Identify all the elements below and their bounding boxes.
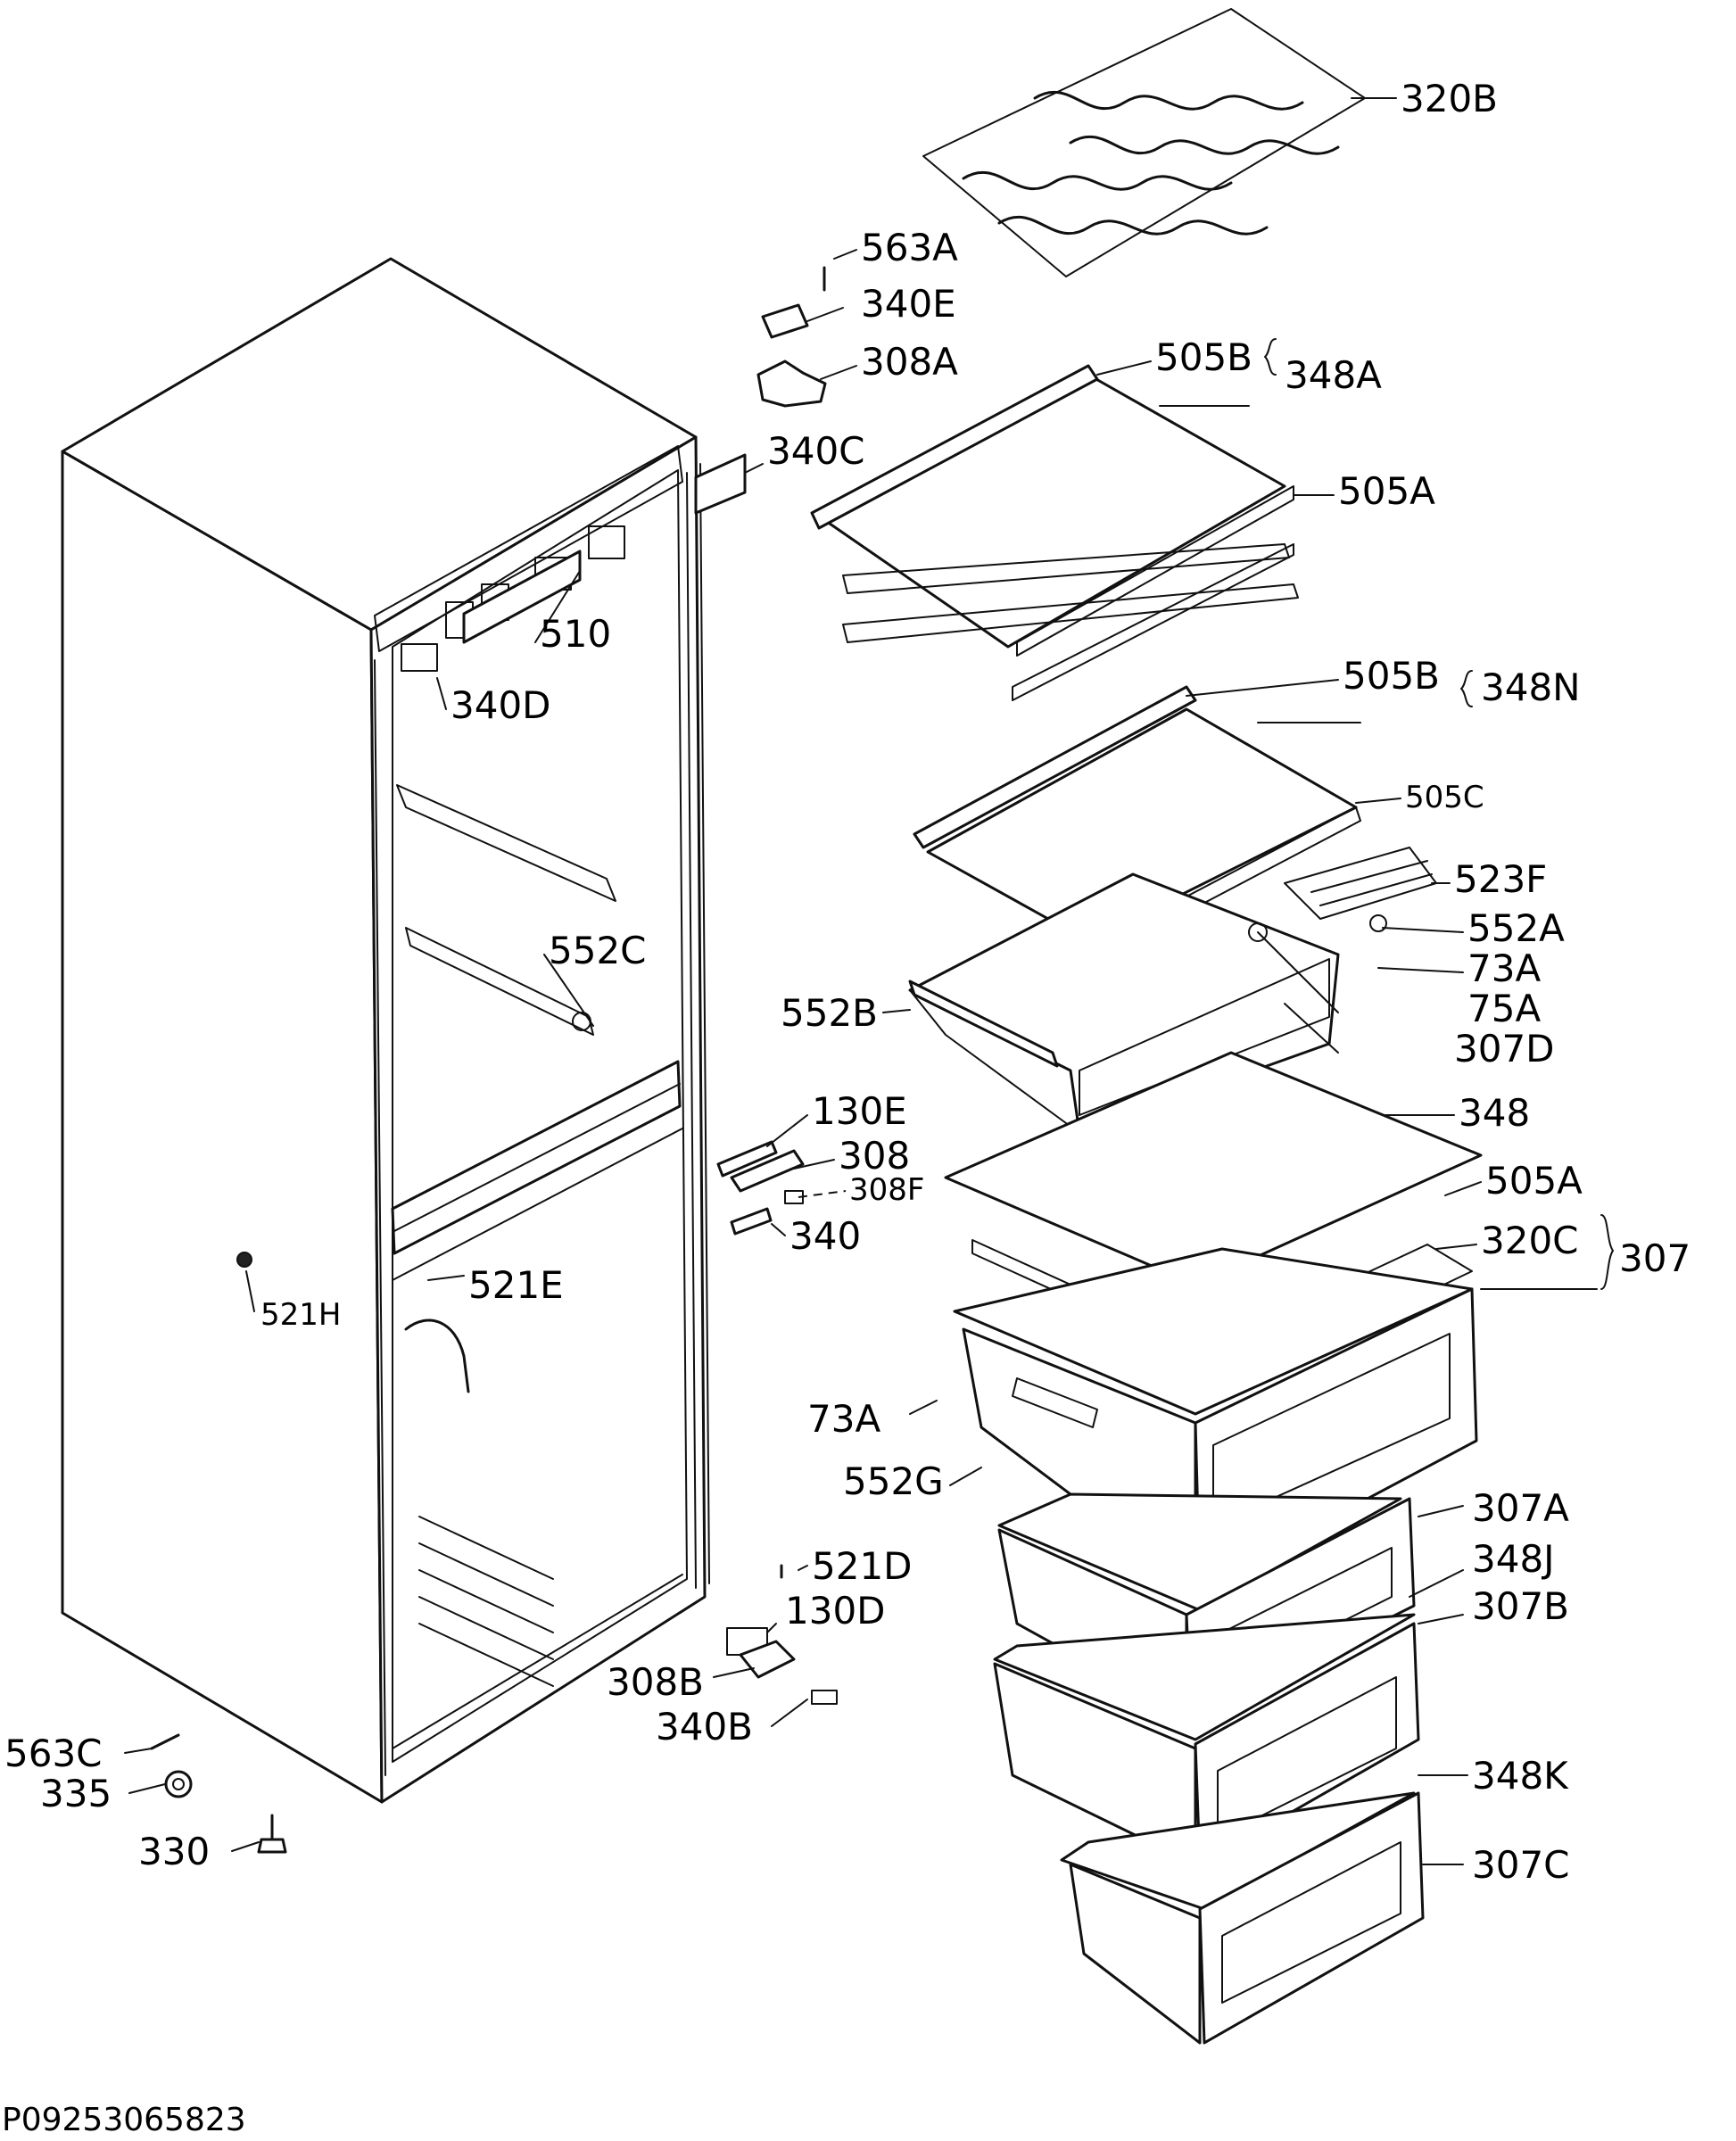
label-510: 510 bbox=[540, 612, 611, 656]
label-348k: 348K bbox=[1472, 1754, 1569, 1798]
label-563c: 563C bbox=[4, 1732, 103, 1775]
label-563a: 563A bbox=[861, 226, 958, 269]
label-348: 348 bbox=[1459, 1091, 1530, 1135]
hinge-308 bbox=[730, 1149, 805, 1193]
label-308a: 308A bbox=[861, 340, 958, 384]
label-552c: 552C bbox=[549, 929, 647, 972]
hinge-308a bbox=[756, 360, 827, 408]
refrigerator-cabinet bbox=[61, 257, 747, 1804]
label-308: 308 bbox=[839, 1134, 910, 1178]
label-307: 307 bbox=[1619, 1236, 1691, 1280]
label-340d: 340D bbox=[451, 683, 551, 727]
label-505b-mid: 505B bbox=[1343, 654, 1440, 698]
label-552g: 552G bbox=[843, 1459, 944, 1503]
document-code: P09253065823 bbox=[2, 2102, 246, 2138]
label-73a-top: 73A bbox=[1467, 947, 1541, 990]
label-320c: 320C bbox=[1481, 1219, 1579, 1262]
label-505c: 505C bbox=[1405, 780, 1484, 815]
label-307a: 307A bbox=[1472, 1486, 1569, 1530]
label-307b: 307B bbox=[1472, 1584, 1569, 1628]
label-521d: 521D bbox=[812, 1544, 913, 1588]
leader-lines bbox=[124, 97, 1598, 1865]
label-340e: 340E bbox=[861, 282, 956, 326]
roller-335 bbox=[164, 1770, 193, 1798]
cover-340b bbox=[811, 1690, 838, 1705]
label-521h: 521H bbox=[260, 1297, 341, 1333]
cover-340e bbox=[761, 303, 809, 339]
label-340: 340 bbox=[789, 1214, 861, 1258]
part-labels: 320B 563A 340E 308A 505B 348A 340C 505A … bbox=[4, 77, 1691, 1887]
label-523f: 523F bbox=[1454, 857, 1547, 901]
label-335: 335 bbox=[40, 1772, 112, 1815]
glass-shelf-348a bbox=[810, 364, 1299, 701]
label-505a-top: 505A bbox=[1338, 469, 1435, 513]
label-330: 330 bbox=[138, 1830, 210, 1873]
center-hinge-parts bbox=[716, 1140, 805, 1236]
label-552a: 552A bbox=[1467, 906, 1565, 950]
label-308f: 308F bbox=[849, 1172, 924, 1208]
label-75a: 75A bbox=[1467, 987, 1541, 1030]
label-307d: 307D bbox=[1454, 1027, 1555, 1070]
cover-340 bbox=[730, 1207, 773, 1236]
hinge-308b bbox=[739, 1640, 796, 1679]
label-521e: 521E bbox=[468, 1263, 564, 1307]
label-307c: 307C bbox=[1472, 1843, 1570, 1887]
label-340b: 340B bbox=[656, 1705, 753, 1748]
drawer-307c bbox=[1060, 1791, 1425, 2045]
glass-shelf-348n bbox=[913, 685, 1361, 955]
feet-parts bbox=[150, 1733, 287, 1854]
label-348n: 348N bbox=[1481, 665, 1581, 709]
top-hinge-parts bbox=[756, 266, 827, 408]
label-320b: 320B bbox=[1401, 77, 1498, 120]
label-348a: 348A bbox=[1285, 353, 1382, 397]
label-552b: 552B bbox=[781, 991, 878, 1035]
label-308b: 308B bbox=[607, 1660, 704, 1704]
label-73a-low: 73A bbox=[807, 1397, 880, 1441]
label-130e: 130E bbox=[812, 1089, 907, 1133]
label-130d: 130D bbox=[785, 1589, 886, 1633]
label-340c: 340C bbox=[767, 429, 865, 473]
pin-563c bbox=[150, 1733, 180, 1750]
label-505a-low: 505A bbox=[1485, 1159, 1583, 1203]
plate-130e bbox=[716, 1140, 778, 1178]
label-505b-top: 505B bbox=[1155, 335, 1252, 379]
label-348j: 348J bbox=[1472, 1537, 1555, 1581]
wine-rack-320b bbox=[922, 8, 1366, 277]
